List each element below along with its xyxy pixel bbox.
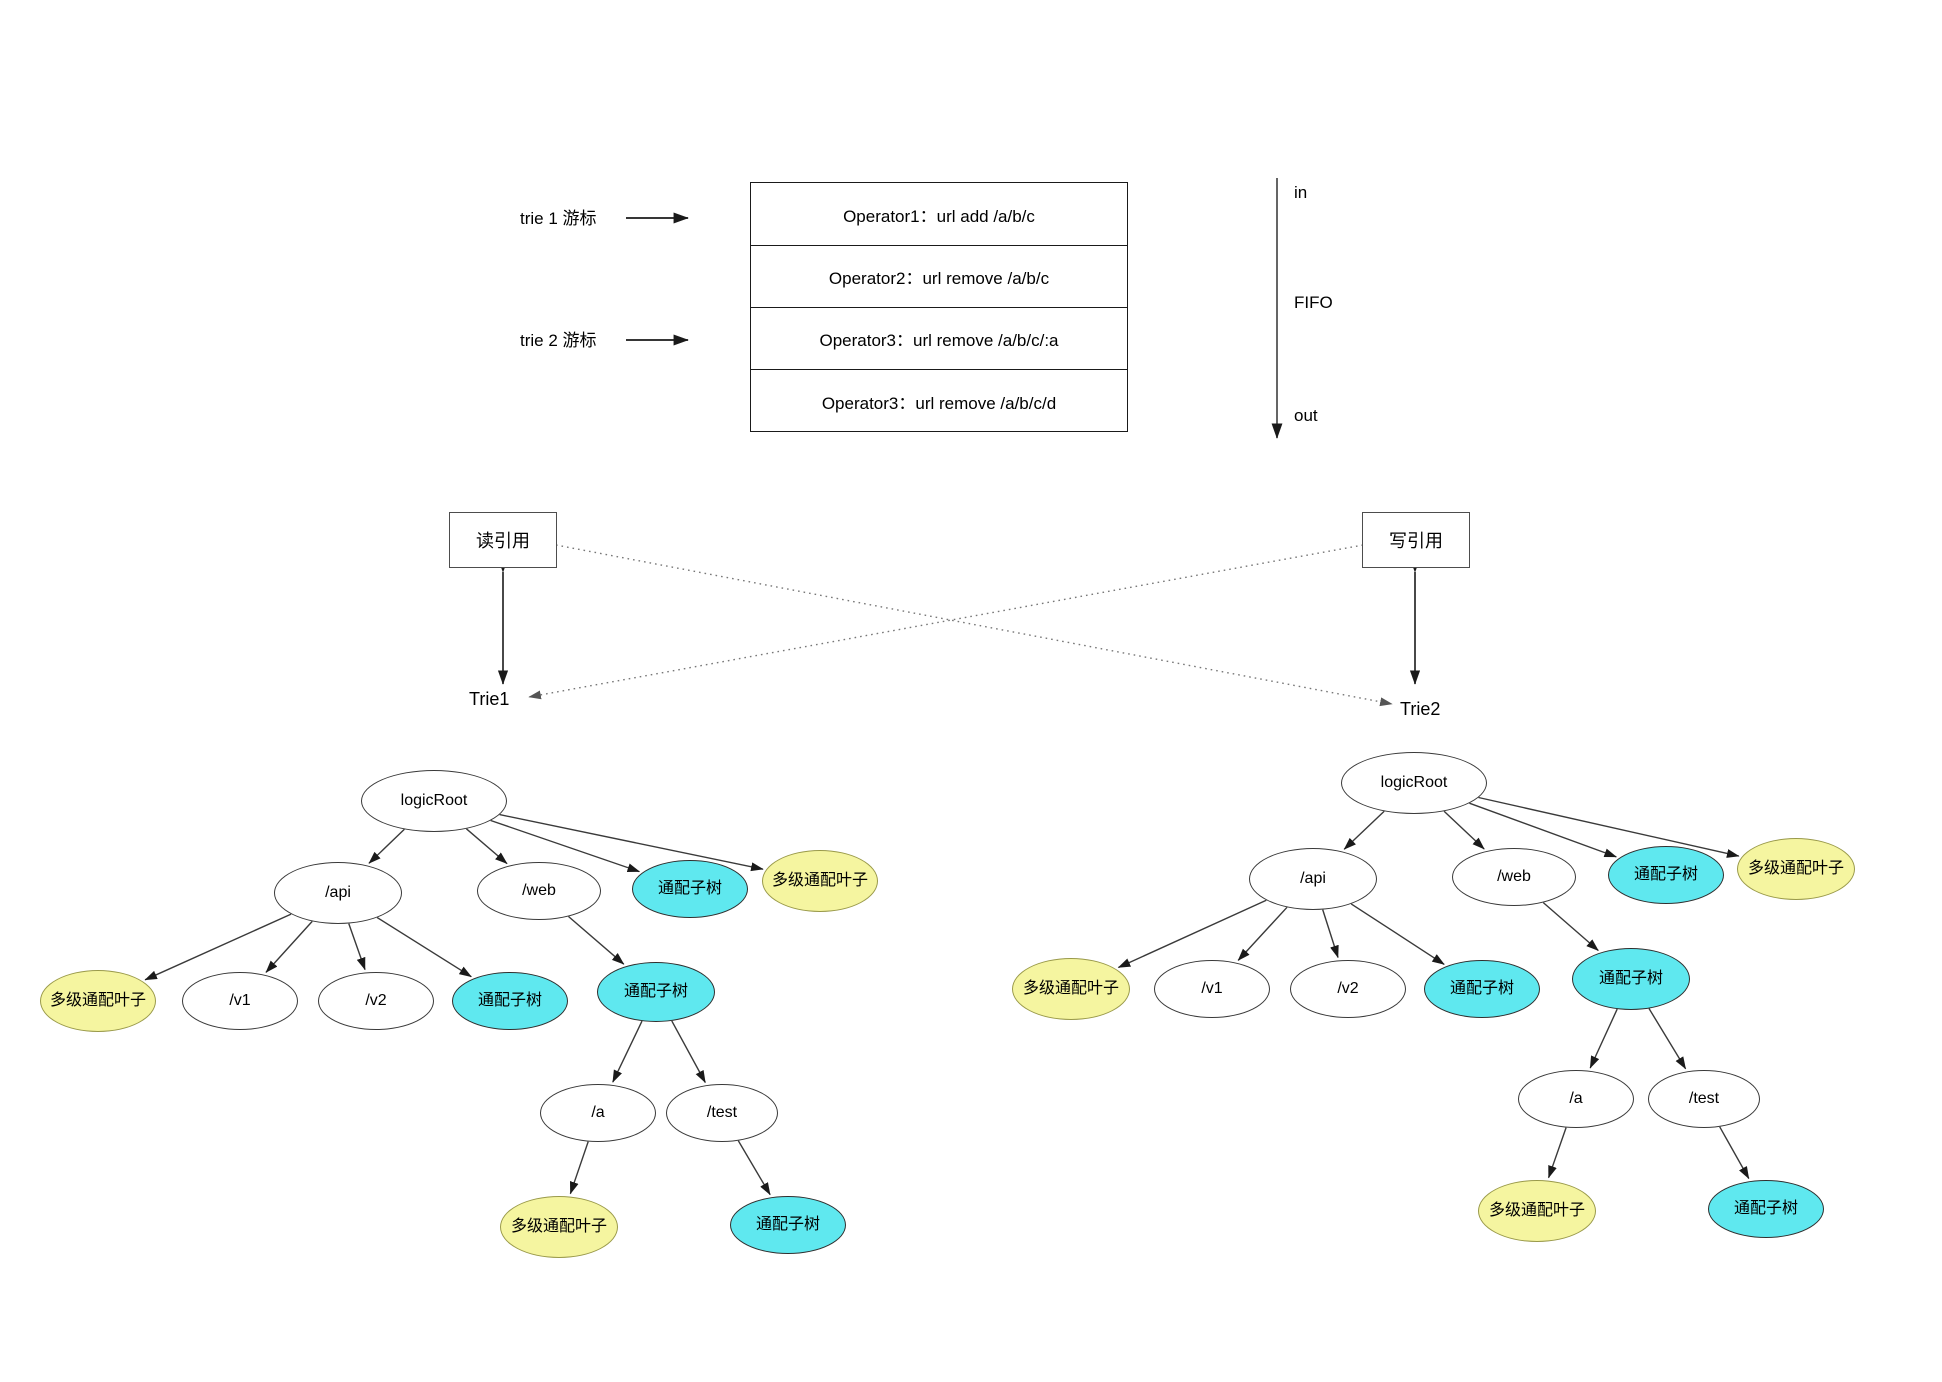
tree-node-l-test[interactable]: /test bbox=[666, 1084, 778, 1142]
fifo-out-label: out bbox=[1294, 406, 1318, 425]
trie2-label: Trie2 bbox=[1400, 699, 1441, 719]
tree-node-l-root[interactable]: logicRoot bbox=[361, 770, 507, 832]
tree-node-label: /web bbox=[1497, 868, 1531, 886]
tree-node-r-wc-api[interactable]: 通配子树 bbox=[1424, 960, 1540, 1018]
tree-edge bbox=[1719, 1126, 1750, 1180]
tree-edge bbox=[376, 916, 472, 978]
tree-edge bbox=[1589, 1008, 1618, 1069]
tree-node-l-wc-api[interactable]: 通配子树 bbox=[452, 972, 568, 1030]
tree-node-l-mw-a[interactable]: 多级通配叶子 bbox=[500, 1196, 618, 1258]
tree-node-label: /a bbox=[591, 1104, 605, 1122]
tree-edge bbox=[144, 913, 292, 981]
tree-edge bbox=[348, 923, 366, 971]
tree-node-label: /test bbox=[706, 1104, 738, 1122]
operation-queue: Operator1：url add /a/b/c Operator2：url r… bbox=[750, 182, 1128, 432]
tree-node-label: /api bbox=[325, 884, 351, 902]
tree-node-r-web[interactable]: /web bbox=[1452, 848, 1576, 906]
tree-edge bbox=[612, 1020, 643, 1083]
read-ref-trie2-dotted-link bbox=[555, 544, 1393, 707]
tree-node-label: 通配子树 bbox=[657, 880, 722, 898]
tree-node-l-wc-test[interactable]: 通配子树 bbox=[730, 1196, 846, 1254]
queue-row[interactable]: Operator3：url remove /a/b/c/d bbox=[751, 369, 1127, 433]
tree-edge bbox=[368, 828, 405, 864]
tree-edge bbox=[568, 915, 625, 965]
write-ref-trie1-dotted-link bbox=[528, 544, 1364, 700]
trie1-label: Trie1 bbox=[469, 689, 510, 709]
tree-node-label: /web bbox=[522, 882, 556, 900]
tree-node-r-v1[interactable]: /v1 bbox=[1154, 960, 1270, 1018]
tree-node-label: 多级通配叶子 bbox=[49, 992, 146, 1010]
tree-node-label: logicRoot bbox=[1380, 774, 1448, 792]
tree-edge bbox=[569, 1141, 589, 1195]
tree-edge bbox=[499, 813, 764, 872]
tree-edge bbox=[1343, 810, 1385, 850]
tree-node-label: /v2 bbox=[1337, 980, 1359, 998]
tree-node-r-v2[interactable]: /v2 bbox=[1290, 960, 1406, 1018]
tree-edge bbox=[671, 1020, 706, 1084]
tree-node-label: /v2 bbox=[365, 992, 387, 1010]
tree-node-label: 通配子树 bbox=[477, 992, 542, 1010]
queue-row[interactable]: Operator2：url remove /a/b/c bbox=[751, 245, 1127, 307]
tree-node-label: 多级通配叶子 bbox=[1488, 1202, 1585, 1220]
tree-node-r-wc-test[interactable]: 通配子树 bbox=[1708, 1180, 1824, 1238]
fifo-in-label: in bbox=[1294, 183, 1308, 202]
tree-node-r-a[interactable]: /a bbox=[1518, 1070, 1634, 1128]
tree-node-l-v1[interactable]: /v1 bbox=[182, 972, 298, 1030]
queue-row[interactable]: Operator1：url add /a/b/c bbox=[843, 206, 1035, 226]
tree-node-label: /api bbox=[1300, 870, 1326, 888]
queue-row[interactable]: Operator3：url remove /a/b/c/:a bbox=[751, 307, 1127, 369]
tree-node-r-mw-a[interactable]: 多级通配叶子 bbox=[1478, 1180, 1596, 1242]
tree-edge bbox=[1237, 906, 1288, 961]
tree-node-label: 通配子树 bbox=[1733, 1200, 1798, 1218]
tree-node-label: 通配子树 bbox=[623, 983, 688, 1001]
tree-node-r-mw-api[interactable]: 多级通配叶子 bbox=[1012, 958, 1130, 1020]
tree-node-label: /v1 bbox=[1201, 980, 1223, 998]
tree-node-r-mw-root[interactable]: 多级通配叶子 bbox=[1737, 838, 1855, 900]
tree-edge bbox=[1117, 899, 1267, 969]
tree-edge bbox=[1648, 1008, 1687, 1070]
trie1-cursor-label: trie 1 游标 bbox=[520, 209, 597, 228]
tree-node-label: 多级通配叶子 bbox=[771, 872, 868, 890]
tree-node-label: 通配子树 bbox=[1633, 866, 1698, 884]
trie2-cursor-label: trie 2 游标 bbox=[520, 331, 597, 350]
tree-edge bbox=[1350, 903, 1445, 965]
tree-node-label: 多级通配叶子 bbox=[1747, 860, 1844, 878]
tree-node-l-wc-web[interactable]: 通配子树 bbox=[597, 962, 715, 1022]
write-reference-box[interactable]: 写引用 bbox=[1362, 512, 1470, 568]
tree-node-label: 通配子树 bbox=[1449, 980, 1514, 998]
tree-node-l-mw-api[interactable]: 多级通配叶子 bbox=[40, 970, 156, 1032]
tree-edge bbox=[1443, 810, 1485, 850]
tree-node-l-web[interactable]: /web bbox=[477, 862, 601, 920]
tree-node-l-v2[interactable]: /v2 bbox=[318, 972, 434, 1030]
tree-edge bbox=[1542, 902, 1599, 952]
fifo-label: FIFO bbox=[1294, 293, 1333, 312]
tree-node-r-wc-web[interactable]: 通配子树 bbox=[1572, 948, 1690, 1010]
tree-edge bbox=[465, 828, 508, 865]
tree-edge bbox=[737, 1140, 771, 1196]
tree-node-label: logicRoot bbox=[400, 792, 468, 810]
tree-edge bbox=[1547, 1127, 1567, 1179]
tree-node-l-api[interactable]: /api bbox=[274, 862, 402, 924]
tree-node-l-mw-root[interactable]: 多级通配叶子 bbox=[762, 850, 878, 912]
tree-node-label: 通配子树 bbox=[755, 1216, 820, 1234]
read-reference-box[interactable]: 读引用 bbox=[449, 512, 557, 568]
tree-edge bbox=[1322, 909, 1339, 959]
tree-node-label: /v1 bbox=[229, 992, 251, 1010]
tree-node-label: 多级通配叶子 bbox=[510, 1218, 607, 1236]
tree-node-r-wc-root[interactable]: 通配子树 bbox=[1608, 846, 1724, 904]
tree-node-r-test[interactable]: /test bbox=[1648, 1070, 1760, 1128]
tree-node-r-root[interactable]: logicRoot bbox=[1341, 752, 1487, 814]
tree-node-label: 通配子树 bbox=[1598, 970, 1663, 988]
tree-node-label: /test bbox=[1688, 1090, 1720, 1108]
tree-node-l-a[interactable]: /a bbox=[540, 1084, 656, 1142]
tree-node-l-wc-root[interactable]: 通配子树 bbox=[632, 860, 748, 918]
tree-edge bbox=[265, 920, 313, 973]
tree-node-label: /a bbox=[1569, 1090, 1583, 1108]
tree-node-label: 多级通配叶子 bbox=[1022, 980, 1119, 998]
tree-node-r-api[interactable]: /api bbox=[1249, 848, 1377, 910]
